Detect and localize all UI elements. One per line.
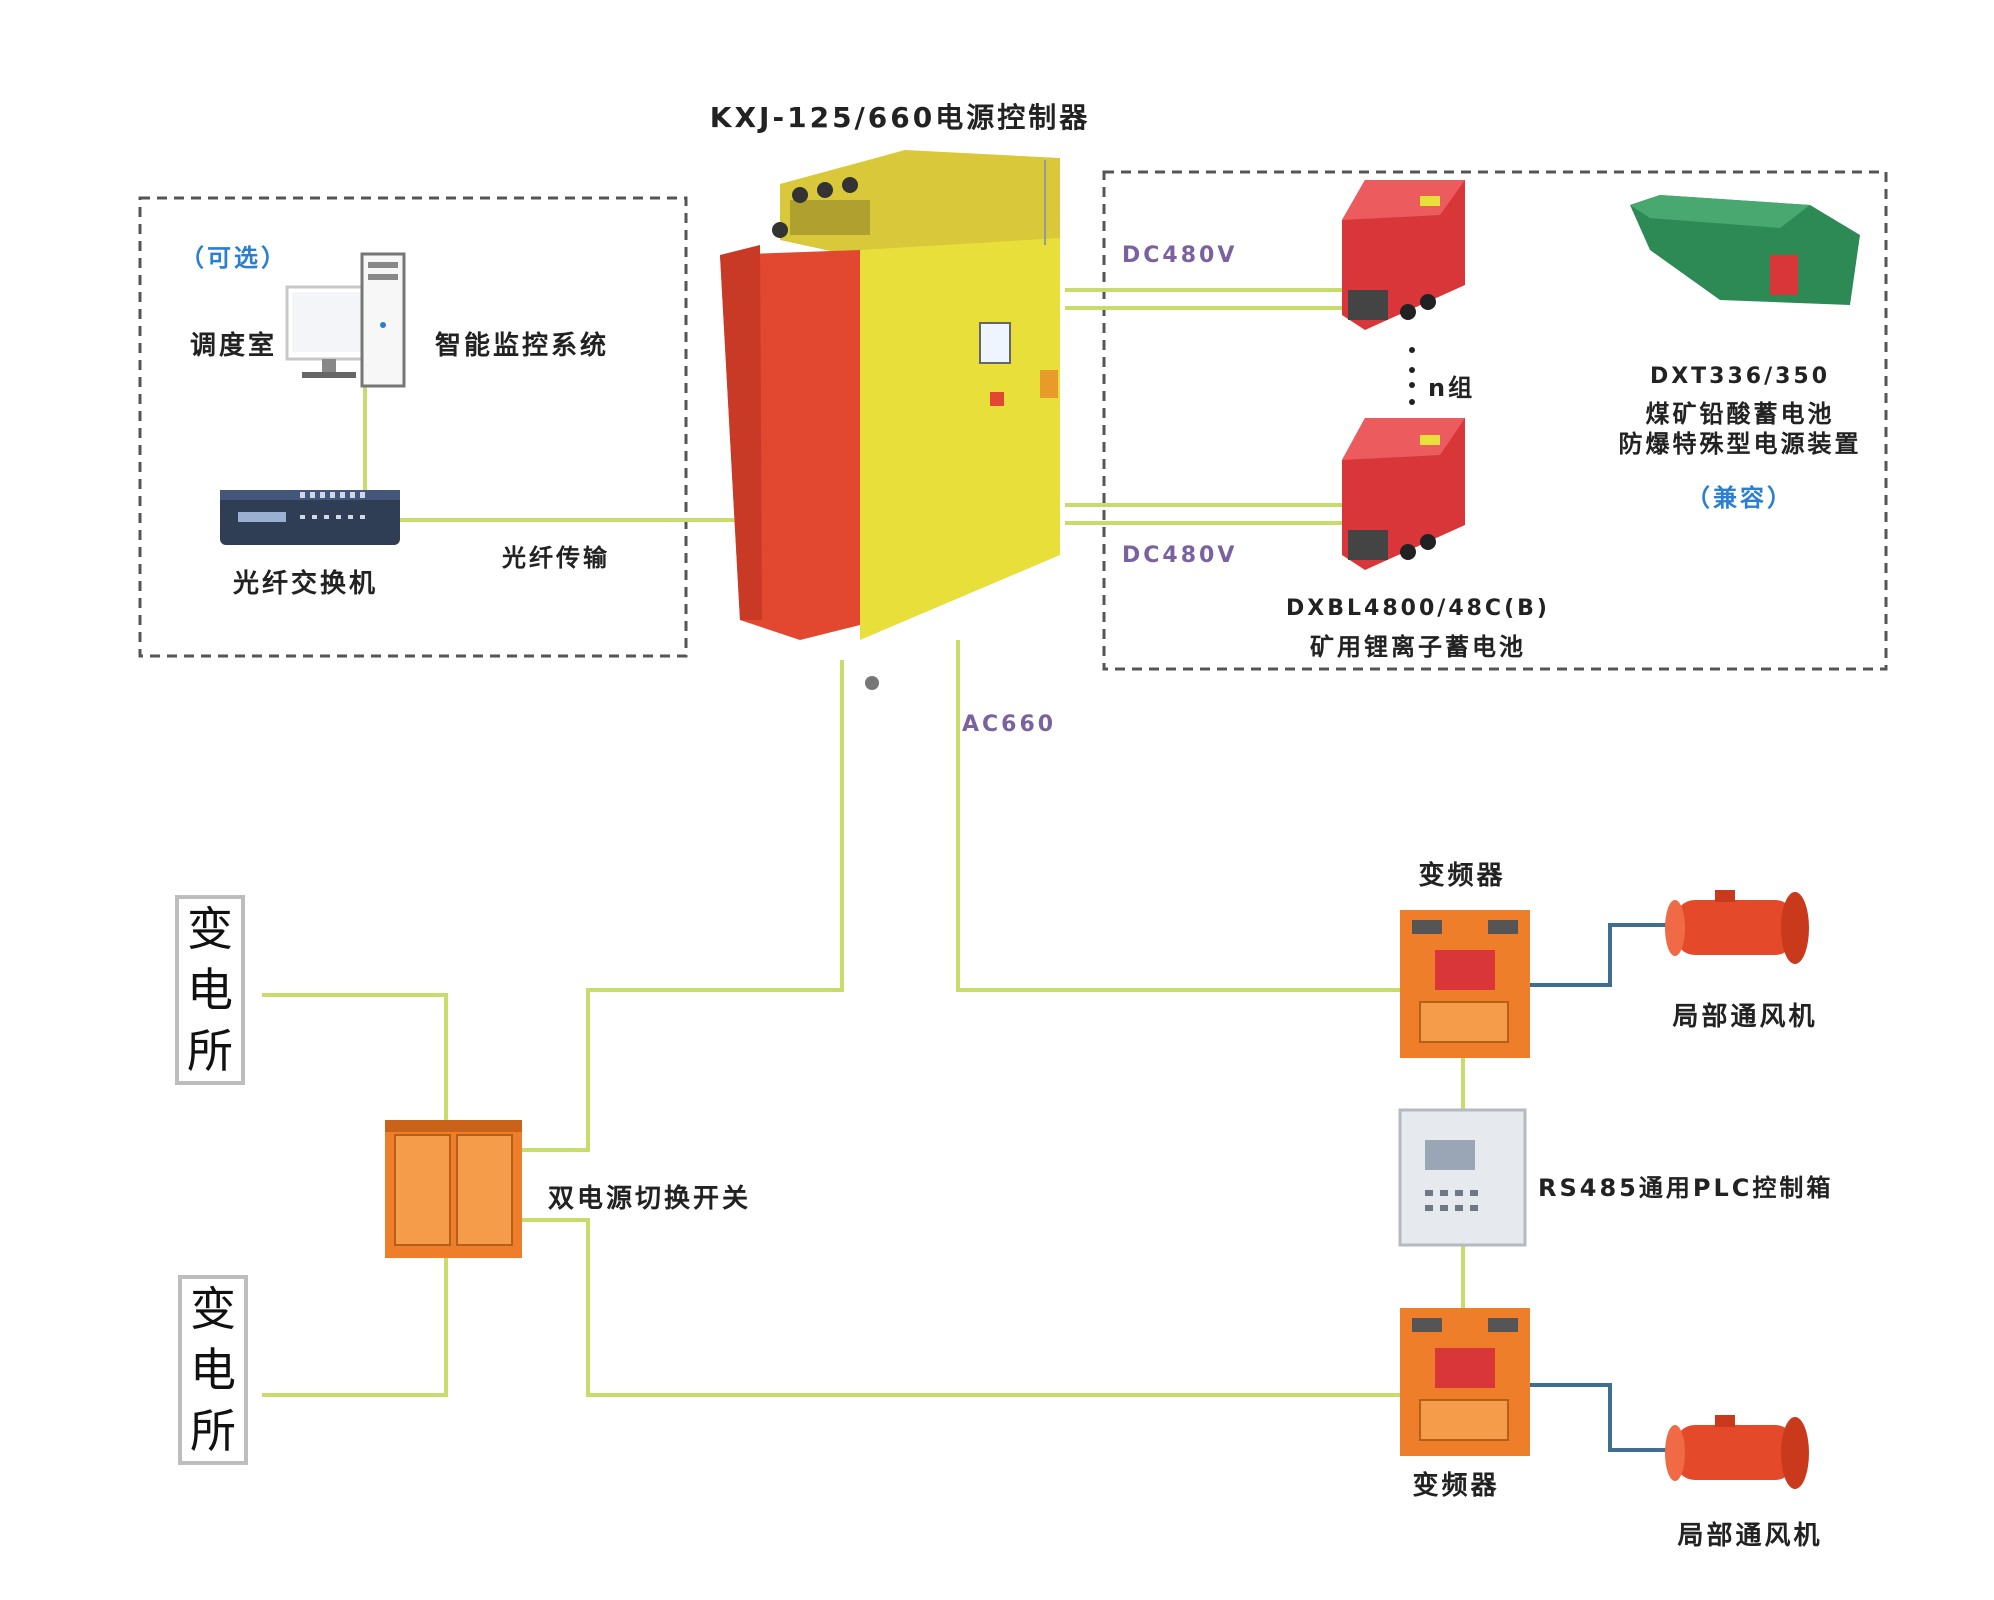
controller-title: KXJ-125/660电源控制器 <box>709 101 1091 134</box>
dc-voltage-top-label: DC480V <box>1122 243 1238 268</box>
fan-bottom-label: 局部通风机 <box>1677 1521 1823 1551</box>
left-group-box <box>138 196 688 658</box>
lead-battery-device-label: 防爆特殊型电源装置 <box>1618 430 1862 458</box>
lithium-battery-top-image <box>1342 180 1465 330</box>
substation-bottom-char-1: 变 <box>190 1282 236 1337</box>
vfd-top-image <box>1400 910 1530 1058</box>
wire-cabinet-to-switch <box>522 660 844 1152</box>
fan-bottom-image <box>1665 1415 1809 1489</box>
power-wires <box>262 288 1465 1397</box>
optional-label: （可选） <box>180 244 288 272</box>
monitor-system-label: 智能监控系统 <box>435 331 610 361</box>
fiber-switch-label: 光纤交换机 <box>233 569 379 599</box>
plc-box-label: RS485通用PLC控制箱 <box>1538 1174 1834 1202</box>
wire-vfd-fan-bottom <box>1530 1383 1680 1452</box>
substation-bottom: 变 电 所 <box>178 1275 248 1465</box>
substation-top-char-2: 电 <box>187 962 233 1017</box>
dispatch-room-label: 调度室 <box>190 331 278 361</box>
substation-top: 变 电 所 <box>175 895 245 1085</box>
n-group-dots <box>1409 347 1415 405</box>
lead-battery-model-label: DXT336/350 <box>1649 364 1831 389</box>
fiber-transmission-label: 光纤传输 <box>502 544 610 572</box>
dual-switch-label: 双电源切换开关 <box>548 1184 752 1214</box>
dc-voltage-bottom-label: DC480V <box>1122 543 1238 568</box>
lithium-battery-name-label: 矿用锂离子蓄电池 <box>1310 633 1526 661</box>
wire-substation-top <box>262 993 448 1120</box>
lead-acid-battery-image <box>1630 195 1860 305</box>
wire-vfd-fan-top <box>1530 923 1680 987</box>
plc-box-image <box>1398 1108 1527 1247</box>
n-groups-label: n组 <box>1428 374 1476 402</box>
fan-top-label: 局部通风机 <box>1672 1002 1818 1032</box>
lithium-battery-bottom-image <box>1342 418 1465 570</box>
right-group-box <box>1102 170 1888 671</box>
substation-bottom-char-2: 电 <box>190 1342 236 1397</box>
vfd-bottom-label: 变频器 <box>1412 1471 1500 1501</box>
fan-wires <box>1530 923 1680 1452</box>
lead-battery-name-label: 煤矿铅酸蓄电池 <box>1645 400 1835 428</box>
wire-ac-to-vfd <box>956 640 1400 992</box>
substation-bottom-char-3: 所 <box>190 1403 236 1458</box>
compatible-label: （兼容） <box>1686 484 1794 512</box>
ac-voltage-label: AC660 <box>962 712 1057 737</box>
dual-power-switch-image <box>385 1120 522 1258</box>
fiber-switch-icon <box>220 490 400 545</box>
substation-top-char-3: 所 <box>187 1023 233 1078</box>
fan-top-image <box>1665 890 1809 964</box>
wire-switch-to-vfd-bottom <box>522 1218 1400 1397</box>
power-controller-cabinet-image <box>720 150 1060 690</box>
wire-substation-bottom <box>262 1255 448 1397</box>
substation-top-char-1: 变 <box>187 902 233 957</box>
vfd-bottom-image <box>1400 1308 1530 1456</box>
computer-icon <box>285 252 406 388</box>
vfd-top-label: 变频器 <box>1418 861 1506 891</box>
lithium-battery-model-label: DXBL4800/48C(B) <box>1286 596 1550 621</box>
